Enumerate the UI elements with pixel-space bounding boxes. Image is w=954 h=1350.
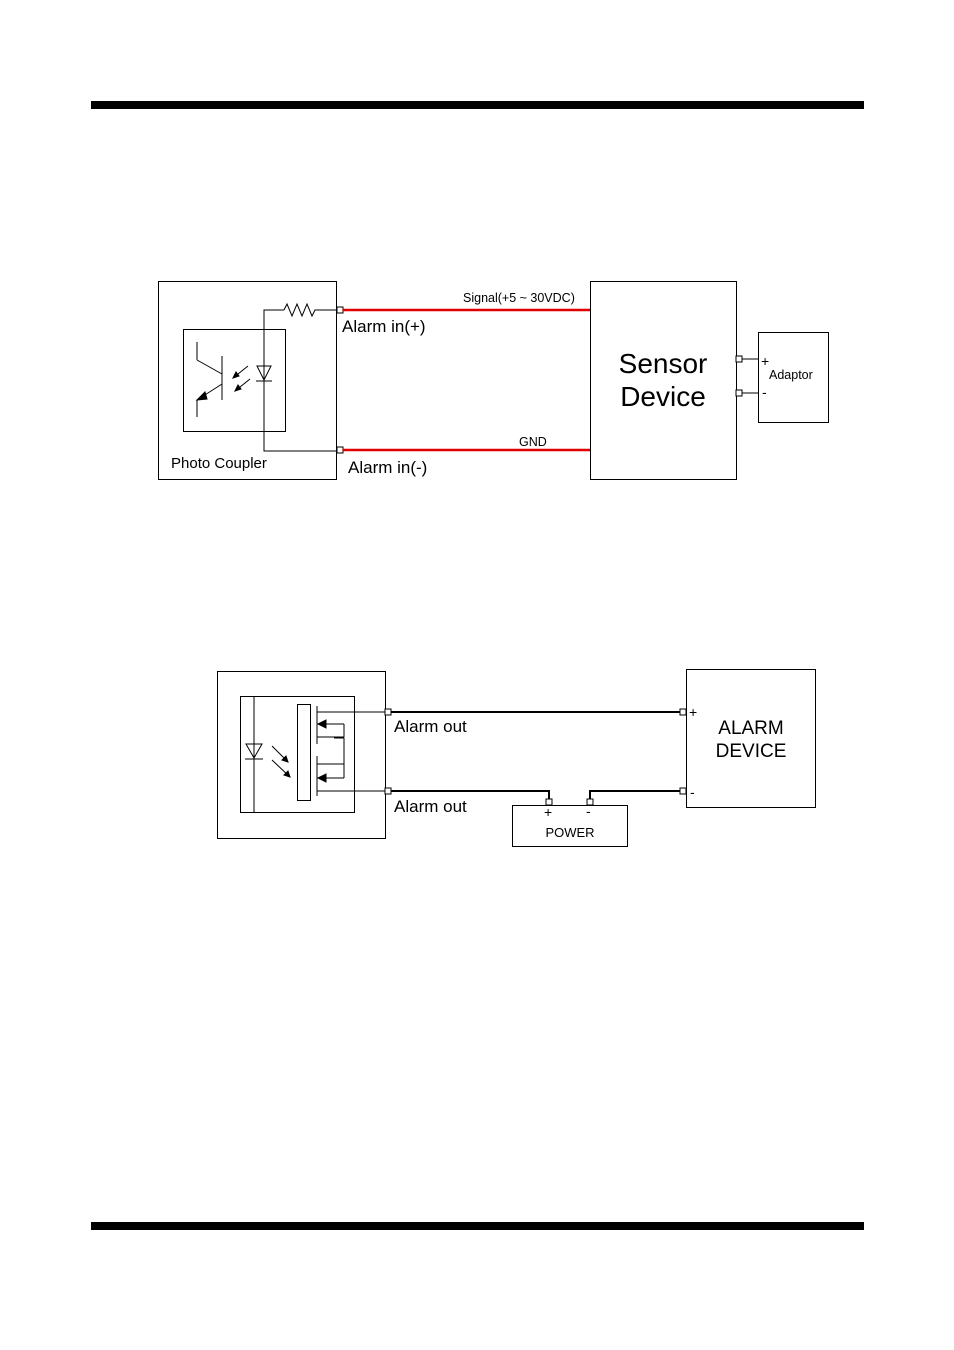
adaptor-label: Adaptor (769, 368, 813, 382)
alarm-device-line1: ALARM (718, 718, 783, 739)
resistor-icon (284, 304, 338, 316)
alarm-out-bottom-terminal (385, 788, 391, 794)
alarm-in-plus-label: Alarm in(+) (342, 317, 426, 336)
power-minus-wire (590, 791, 681, 799)
power-label: POWER (545, 825, 594, 840)
adaptor-plus-label: + (761, 353, 769, 369)
relay-light-arrows-icon (272, 746, 290, 777)
alarm-device-plus-terminal (680, 709, 686, 715)
coupler-loop-wire (264, 310, 338, 451)
alarm-in-minus-terminal (337, 447, 343, 453)
sensor-device-line2: Device (620, 381, 706, 412)
power-minus-label: - (586, 803, 591, 819)
alarm-out-top-label: Alarm out (394, 717, 467, 736)
alarm-out-bottom-label: Alarm out (394, 797, 467, 816)
adaptor-minus-label: - (762, 384, 767, 400)
alarm-input-diagram (159, 282, 829, 480)
alarm-in-minus-label: Alarm in(-) (348, 458, 427, 477)
alarm-device-minus-label: - (690, 784, 695, 800)
signal-label: Signal(+5 ~ 30VDC) (463, 291, 575, 305)
sensor-plus-terminal (736, 356, 742, 362)
alarm-device-line2: DEVICE (716, 741, 787, 762)
alarm-device-minus-terminal (680, 788, 686, 794)
sensor-minus-terminal (736, 390, 742, 396)
sensor-device-line1: Sensor (619, 348, 708, 379)
alarm-out-top-terminal (385, 709, 391, 715)
photo-coupler-label: Photo Coupler (171, 455, 267, 472)
phototransistor-icon (197, 342, 250, 417)
alarm-device-plus-label: + (689, 704, 697, 720)
gnd-label: GND (519, 435, 547, 449)
power-plus-label: + (544, 804, 552, 820)
mosfet-switch-icon (298, 705, 389, 801)
alarm-in-plus-terminal (337, 307, 343, 313)
